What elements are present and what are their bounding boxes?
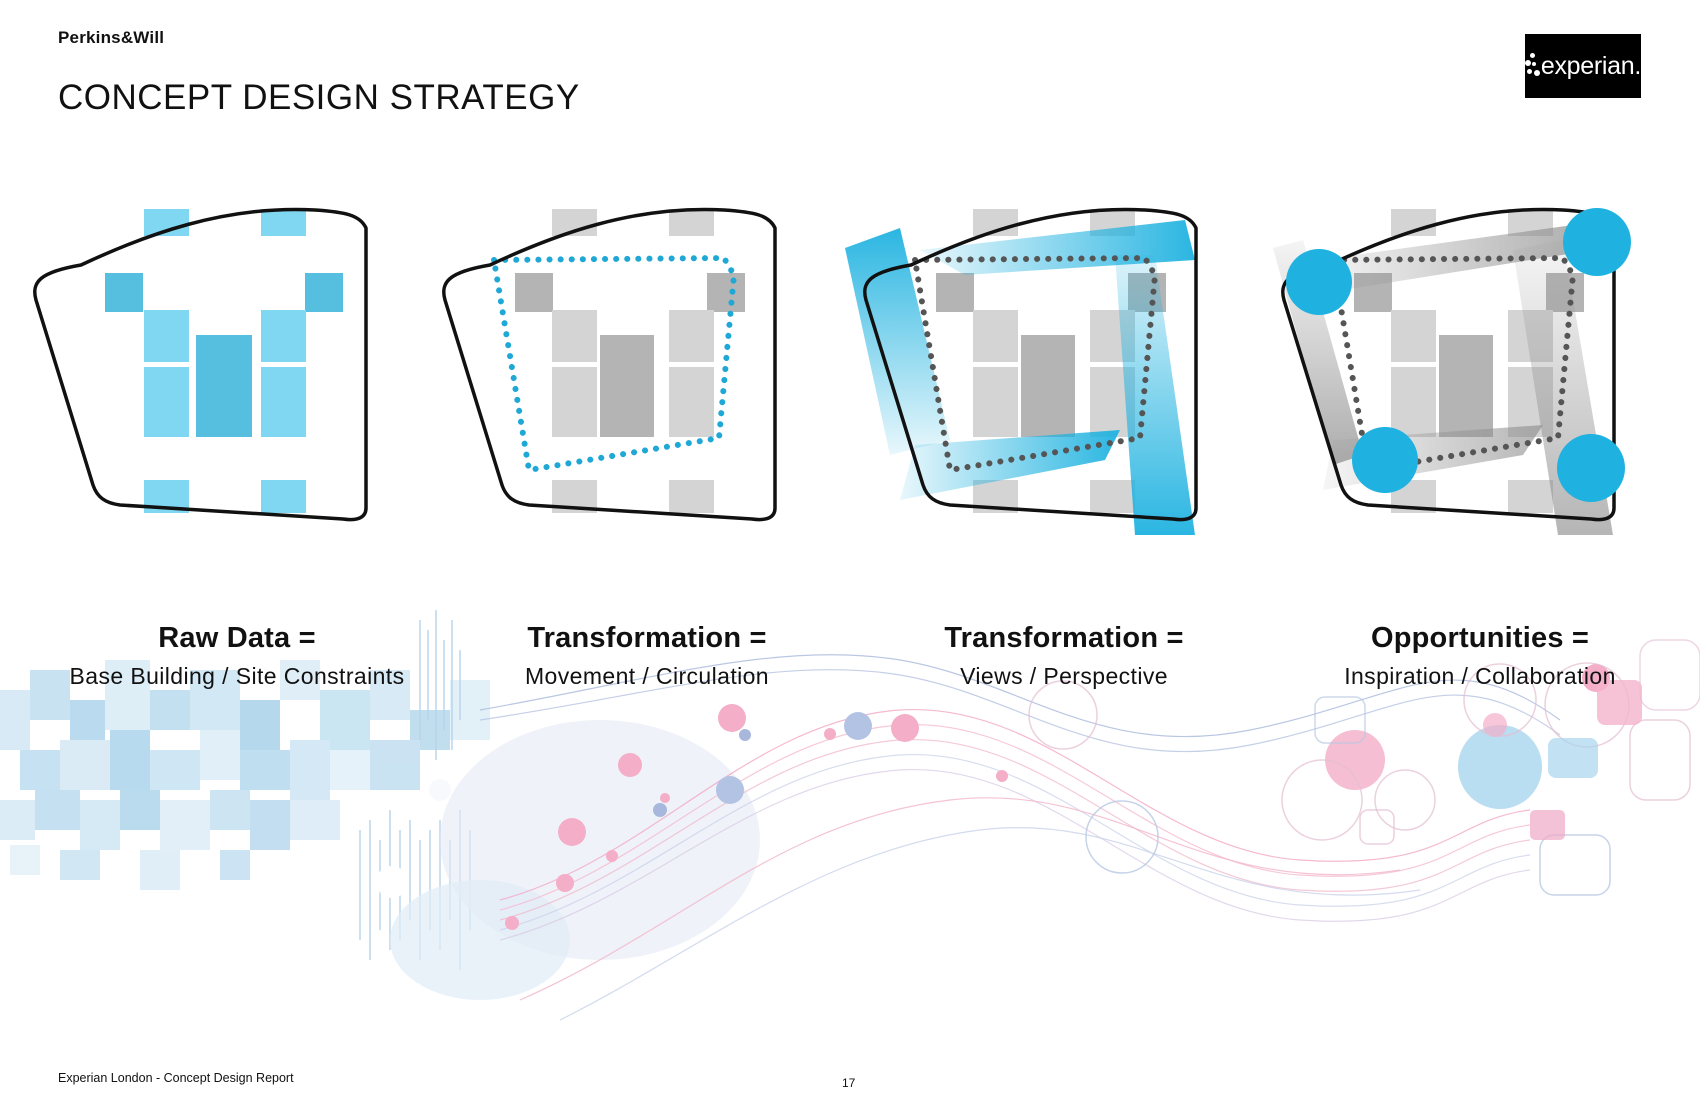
page-number: 17 <box>842 1076 856 1090</box>
wave-lines <box>479 654 1561 1021</box>
panel-caption-opportunities: Opportunities = Inspiration / Collaborat… <box>1270 622 1690 690</box>
panel-caption-movement: Transformation = Movement / Circulation <box>437 622 857 690</box>
diagram-movement <box>441 207 777 522</box>
panel-heading: Transformation = <box>527 622 767 654</box>
footer-report-title: Experian London - Concept Design Report <box>58 1071 294 1085</box>
concept-diagrams <box>32 207 1631 535</box>
brand-name: Perkins&Will <box>58 28 165 47</box>
panel-caption-views: Transformation = Views / Perspective <box>854 622 1274 690</box>
experian-logo: experian. <box>1525 34 1641 98</box>
panel-heading: Raw Data = <box>158 622 316 654</box>
pixel-mosaic <box>0 660 490 890</box>
panel-caption-raw-data: Raw Data = Base Building / Site Constrai… <box>27 622 447 690</box>
panel-subheading: Inspiration / Collaboration <box>1344 663 1616 689</box>
panel-subheading: Base Building / Site Constraints <box>69 663 405 689</box>
diagram-opportunities <box>1273 207 1631 535</box>
page-title: CONCEPT DESIGN STRATEGY <box>58 78 580 117</box>
soft-squares <box>1530 680 1642 840</box>
abstract-data-backdrop <box>0 610 1700 1021</box>
experian-logo-text: experian. <box>1540 51 1641 80</box>
diagram-raw-data <box>32 207 368 522</box>
panel-subheading: Movement / Circulation <box>525 663 769 689</box>
panel-heading: Opportunities = <box>1370 622 1590 654</box>
experian-dots-icon <box>1525 51 1540 81</box>
panel-subheading: Views / Perspective <box>960 663 1168 689</box>
panel-heading: Transformation = <box>944 622 1184 654</box>
bubbles <box>376 664 1610 930</box>
diagram-views <box>845 207 1198 535</box>
